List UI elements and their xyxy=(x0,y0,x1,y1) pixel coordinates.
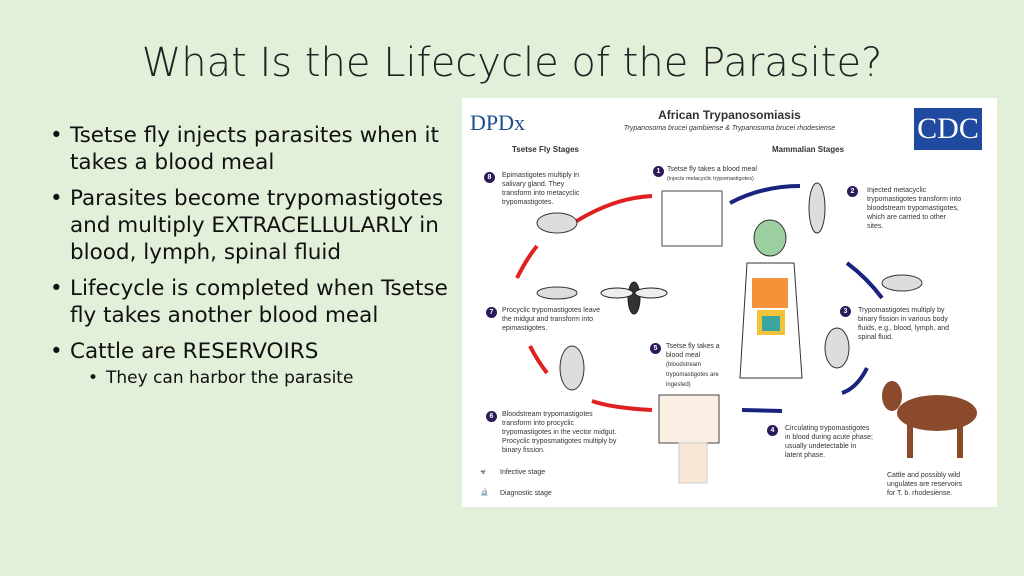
tsetse-header: Tsetse Fly Stages xyxy=(512,145,579,154)
cattle-illustration xyxy=(882,381,977,458)
legend-infective: Infective stage xyxy=(500,469,546,476)
stage-8-text: Epimastigotes multiply in salivary gland… xyxy=(502,172,580,206)
arrow-2-3 xyxy=(845,261,884,300)
arrow-3-4 xyxy=(841,367,869,395)
cattle-note: Cattle and possibly wild ungulates are r… xyxy=(887,472,963,497)
mammalian-header: Mammalian Stages xyxy=(772,145,845,154)
arrow-5-6 xyxy=(591,399,653,412)
arrow-1-2 xyxy=(729,184,801,205)
diagram-title: African Trypanosomiasis xyxy=(658,108,801,122)
cdc-logo: CDC xyxy=(914,108,982,150)
parasite xyxy=(536,212,578,234)
stage-badge: 8 xyxy=(484,172,495,183)
human-body-illustration xyxy=(739,219,803,379)
biohazard-icon: ☣ xyxy=(480,469,487,476)
stage-4-text: Circulating trypomastigotes in blood dur… xyxy=(785,425,873,459)
bullet-list: Tsetse fly injects parasites when it tak… xyxy=(48,122,448,389)
stage-badge: 2 xyxy=(847,186,858,197)
fly-bite-box-5 xyxy=(658,394,720,444)
stage-badge: 4 xyxy=(767,425,778,436)
parasite xyxy=(824,327,850,369)
bullet: Tsetse fly injects parasites when it tak… xyxy=(48,122,448,176)
parasite xyxy=(559,345,585,391)
slide-title: What Is the Lifecycle of the Parasite? xyxy=(141,40,883,86)
bullet: Lifecycle is completed when Tsetse fly t… xyxy=(48,275,448,329)
stage-2-text: Injected metacyclic trypomastigotes tran… xyxy=(867,187,962,230)
parasite xyxy=(881,274,923,292)
fly-bite-box-1 xyxy=(661,190,723,247)
arrow-7-8 xyxy=(515,244,539,279)
tsetse-fly-illustration xyxy=(600,281,668,315)
stage-7-text: Procyclic trypomastigotes leave the midg… xyxy=(502,307,601,332)
bullet: Cattle are RESERVOIRS xyxy=(48,338,448,365)
microscope-icon: 🔬 xyxy=(480,489,489,496)
legend-diagnostic: Diagnostic stage xyxy=(500,490,552,497)
bullet: Parasites become trypomastigotes and mul… xyxy=(48,185,448,266)
stage-3-text: Trypomastigotes multiply by binary fissi… xyxy=(858,307,950,341)
parasite xyxy=(536,286,578,300)
diagram-subtitle: Trypanosoma brucei gambiense & Trypanoso… xyxy=(623,125,836,132)
stage-badge: 7 xyxy=(486,307,497,318)
stage-badge: 3 xyxy=(840,306,851,317)
arrow-4-5 xyxy=(741,408,783,413)
lifecycle-diagram: DPDx CDC African Trypanosomiasis Trypano… xyxy=(462,98,997,507)
stage-6-text: Bloodstream trypomastigotes transform in… xyxy=(502,411,617,454)
stage-1-text: Tsetse fly takes a blood meal(injects me… xyxy=(667,166,757,182)
arrow-6-7 xyxy=(528,345,549,375)
arrow-8-1 xyxy=(570,194,653,226)
stage-badge: 6 xyxy=(486,411,497,422)
diagram-graphics xyxy=(515,182,977,484)
parasite xyxy=(808,182,826,234)
dpdx-logo: DPDx xyxy=(470,110,526,135)
stage-badge: 5 xyxy=(650,343,661,354)
sub-bullet: They can harbor the parasite xyxy=(48,367,448,389)
stage-badge: 1 xyxy=(653,166,664,177)
stage-5-text: Tsetse fly takes a blood meal(bloodstrea… xyxy=(666,343,720,388)
